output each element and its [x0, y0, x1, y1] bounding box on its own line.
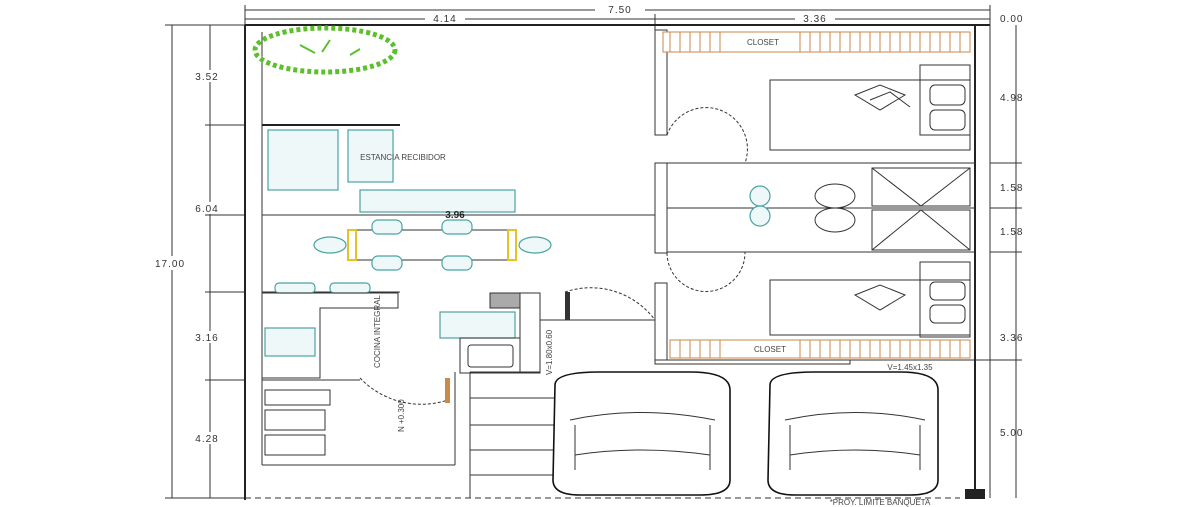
dim-total-length: 17.00: [155, 259, 185, 270]
tree-icon: [252, 25, 398, 75]
dim-right-seg: 3.36: [1000, 333, 1023, 344]
dim-left-seg: 6.04: [195, 204, 218, 215]
closet-top: CLOSET: [662, 31, 971, 53]
car-right: [767, 371, 939, 496]
closet-label: CLOSET: [754, 345, 786, 354]
dim-right-seg: 1.58: [1000, 227, 1023, 238]
dim-right-seg: 4.98: [1000, 93, 1023, 104]
dim-left-seg: 4.28: [195, 434, 218, 445]
dim-left-seg: 3.52: [195, 72, 218, 83]
car-left: [552, 371, 731, 496]
dining-dim: 3.96: [445, 210, 465, 221]
level-zero: 0.00: [1000, 14, 1023, 25]
exterior-walls: [244, 24, 991, 500]
dim-total-width: 7.50: [608, 5, 631, 16]
left-dimensions: 17.00 3.52 6.04 3.16 4.28: [145, 24, 245, 499]
bed-bottom: [769, 261, 971, 338]
top-dimensions: 7.50 4.14 3.36 0.00: [244, 3, 1023, 30]
kitchen-window-label: V=1.80x0.60: [545, 329, 554, 375]
bathroom-fixtures: [749, 167, 971, 251]
closet-label: CLOSET: [747, 38, 779, 47]
sidewalk-label: *PROY. LIMITE BANQUETA: [830, 498, 931, 507]
dim-left-seg: 3.16: [195, 333, 218, 344]
dim-right-seg: 5.00: [1000, 428, 1023, 439]
dim-left-width: 4.14: [433, 14, 456, 25]
level-label: N +0.300: [397, 399, 406, 432]
living-room: ESTANCIA RECIBIDOR: [267, 129, 516, 213]
dim-right-seg: 1.58: [1000, 183, 1023, 194]
kitchen: COCINA INTEGRAL V=1.80x0.60 N +0.300: [262, 282, 555, 498]
interior-walls: [262, 29, 975, 365]
living-room-label: ESTANCIA RECIBIDOR: [360, 153, 446, 162]
kitchen-label: COCINA INTEGRAL: [373, 295, 382, 368]
bedroom-window-label: V=1.45x1.35: [887, 363, 933, 372]
bed-top: [769, 64, 971, 151]
closet-bottom: CLOSET: [669, 339, 971, 359]
dining-table: 3.96: [313, 210, 552, 271]
meter-box: [965, 489, 985, 499]
dim-right-width: 3.36: [803, 14, 826, 25]
right-dimensions: 4.98 1.58 1.58 3.36 5.00: [850, 25, 1023, 498]
